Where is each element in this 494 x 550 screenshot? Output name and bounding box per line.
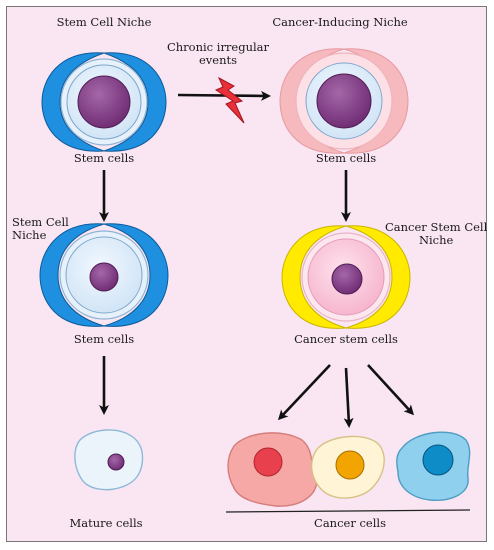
label-cancer-inducing-niche: Cancer-Inducing Niche (272, 15, 408, 29)
mature-cell (74, 429, 144, 491)
label-stem-cells-top-right: Stem cells (315, 151, 377, 165)
label-stem-cell-niche-middle-line1: Stem Cell (12, 215, 69, 229)
label-cancer-stem-cell-niche-line1: Cancer Stem Cell (385, 220, 488, 234)
label-cancer-stem-cell-niche: Cancer Stem Cell Niche (385, 220, 488, 248)
label-cancer-cells: Cancer cells (314, 516, 386, 530)
cancer-cells-bracket-line (225, 509, 471, 513)
label-stem-cell-niche-middle-line2: Niche (12, 228, 47, 243)
stem-cell-niche-top-left (41, 52, 167, 152)
cancer-inducing-niche (279, 48, 409, 154)
arrow-to-cancer-cell-red (277, 364, 331, 421)
label-chronic-events: Chronic irregular events (166, 40, 270, 68)
stem-cell-niche-middle-left (39, 223, 169, 327)
label-mature-cells: Mature cells (69, 516, 143, 530)
cancer-cell-blue (396, 431, 471, 501)
label-stem-cell-niche-top: Stem Cell Niche (56, 15, 152, 29)
label-stem-cell-niche-middle: Stem Cell Niche (12, 215, 69, 243)
chronic-events-arrow (177, 90, 271, 101)
cancer-stem-cell-niche (281, 225, 411, 329)
arrow-to-cancer-cell-orange (343, 367, 354, 428)
label-cancer-stem-cell-niche-line2: Niche (418, 233, 454, 248)
cancer-cell-red (227, 432, 318, 507)
label-stem-cells-top-left: Stem cells (73, 151, 135, 165)
label-chronic-events-line2: events (198, 53, 238, 68)
arrow-to-cancer-cell-blue (367, 364, 415, 416)
lightning-icon (214, 76, 245, 124)
cancer-cell-orange (311, 435, 385, 499)
label-cancer-stem-cells: Cancer stem cells (294, 332, 398, 346)
label-chronic-events-line1: Chronic irregular (166, 40, 270, 54)
label-stem-cells-middle-left: Stem cells (73, 332, 135, 346)
